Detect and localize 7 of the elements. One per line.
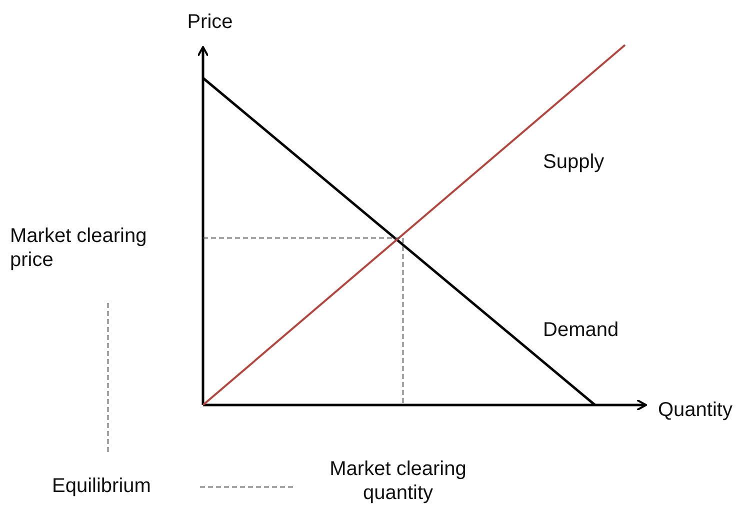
annotation-text: Market clearing quantity	[328, 457, 468, 505]
legend-text: Equilibrium	[52, 474, 151, 498]
axis-label: Quantity	[658, 398, 734, 422]
curve-label: Demand	[543, 318, 620, 342]
axis-label: Price	[186, 10, 234, 34]
annotation-text: Market clearing price	[10, 224, 148, 272]
curve-label: Supply	[543, 150, 606, 174]
